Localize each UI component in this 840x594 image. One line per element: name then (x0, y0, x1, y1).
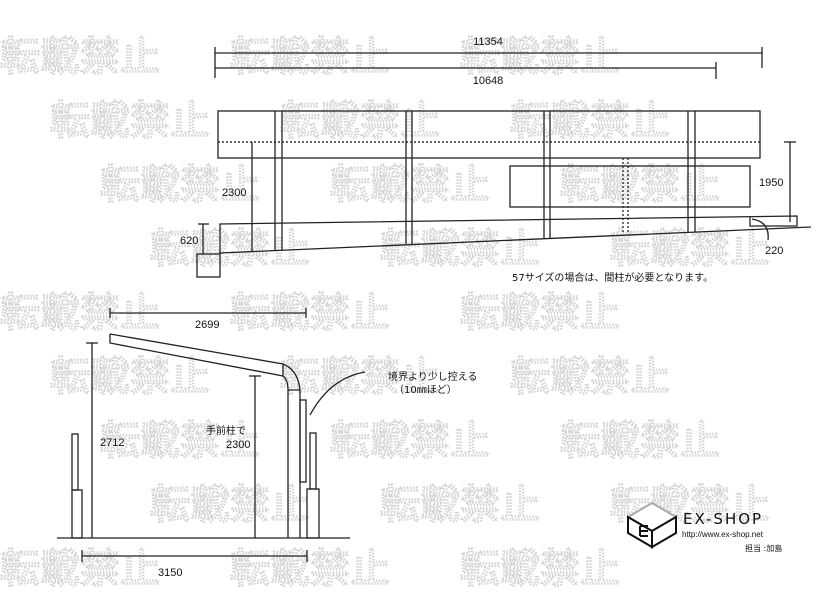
dim-220: 220 (765, 245, 783, 257)
note-intermediate-post: 57サイズの場合は、間柱が必要となります。 (512, 271, 713, 284)
dimension-3150: 3150 (81, 550, 308, 579)
watermark-text: 転載禁止 (50, 354, 210, 400)
ground-slope-line (219, 226, 812, 254)
watermark-text: 転載禁止 (0, 34, 160, 80)
watermark-text: 転載禁止 (150, 482, 310, 528)
right-fence (299, 399, 320, 539)
dimension-inner-width: 10648 (215, 62, 717, 87)
dimension-620: 620 (180, 223, 209, 254)
ground-upper-line (219, 215, 798, 254)
watermark-text: 転載禁止 (230, 546, 390, 592)
dimension-1950: 1950 (759, 141, 796, 222)
dim-front-2300: 2300 (226, 439, 250, 451)
dim-1950: 1950 (759, 177, 783, 189)
foundation-block (196, 253, 221, 278)
boundary-note: 境界より少し控える (388, 370, 478, 383)
roof-panel (217, 110, 761, 159)
carport-roof-and-post (109, 333, 301, 538)
dimension-2699: 2699 (109, 308, 307, 331)
ex-shop-logo: EX-SHOP http://www.ex-shop.net 担当 :加島 (626, 501, 782, 553)
watermark-text: 転載禁止 (0, 546, 160, 592)
brand-url: http://www.ex-shop.net (682, 530, 764, 539)
watermark-text: 転載禁止 (330, 418, 490, 464)
watermark-text: 転載禁止 (560, 418, 720, 464)
watermark-text: 転載禁止 (280, 98, 440, 144)
dim-10648: 10648 (473, 75, 504, 87)
watermark-text: 転載禁止 (510, 354, 670, 400)
dimension-total-width: 11354 (214, 36, 763, 78)
dimension-220: 220 (751, 218, 783, 257)
watermark-layer: 転載禁止転載禁止転載禁止転載禁止転載禁止転載禁止転載禁止転載禁止転載禁止転載禁止… (0, 33, 771, 592)
watermark-text: 転載禁止 (50, 98, 210, 144)
watermark-text: 転載禁止 (380, 482, 540, 528)
dim-11354: 11354 (473, 36, 503, 48)
front-elevation: 11354 10648 620 2300 19 (180, 36, 812, 284)
dim-2300: 2300 (222, 187, 246, 199)
side-elevation: 2699 2712 手前柱で 2300 境界より少し控える （10㎜ほど） 31 (57, 308, 478, 579)
front-post-label: 手前柱で (206, 424, 246, 437)
boundary-note-offset: （10㎜ほど） (394, 384, 457, 396)
watermark-text: 転載禁止 (100, 162, 260, 208)
watermark-text: 転載禁止 (560, 162, 720, 208)
watermark-text: 転載禁止 (460, 34, 620, 80)
watermark-text: 転載禁止 (380, 226, 540, 272)
watermark-text: 転載禁止 (280, 354, 440, 400)
watermark-text: 転載禁止 (510, 98, 670, 144)
left-fence (71, 433, 83, 539)
dimension-front-post: 手前柱で 2300 (206, 375, 261, 538)
dim-3150: 3150 (158, 567, 182, 579)
brand-name: EX-SHOP (683, 510, 763, 528)
staff-name: 担当 :加島 (745, 543, 782, 553)
dimension-2712: 2712 (86, 342, 124, 538)
dim-620: 620 (180, 235, 198, 247)
cube-logo-icon (626, 501, 678, 549)
watermark-text: 転載禁止 (230, 34, 390, 80)
dimension-2300: 2300 (222, 142, 253, 251)
watermark-text: 転載禁止 (330, 162, 490, 208)
boundary-leader (309, 371, 366, 416)
watermark-text: 転載禁止 (460, 546, 620, 592)
watermark-text: 転載禁止 (460, 290, 620, 336)
watermark-text: 転載禁止 (610, 226, 770, 272)
fence-panel (509, 165, 751, 208)
watermark-text: 転載禁止 (150, 226, 310, 272)
dim-2712: 2712 (100, 437, 124, 449)
watermark-text: 転載禁止 (100, 418, 260, 464)
dim-2699: 2699 (195, 319, 219, 331)
